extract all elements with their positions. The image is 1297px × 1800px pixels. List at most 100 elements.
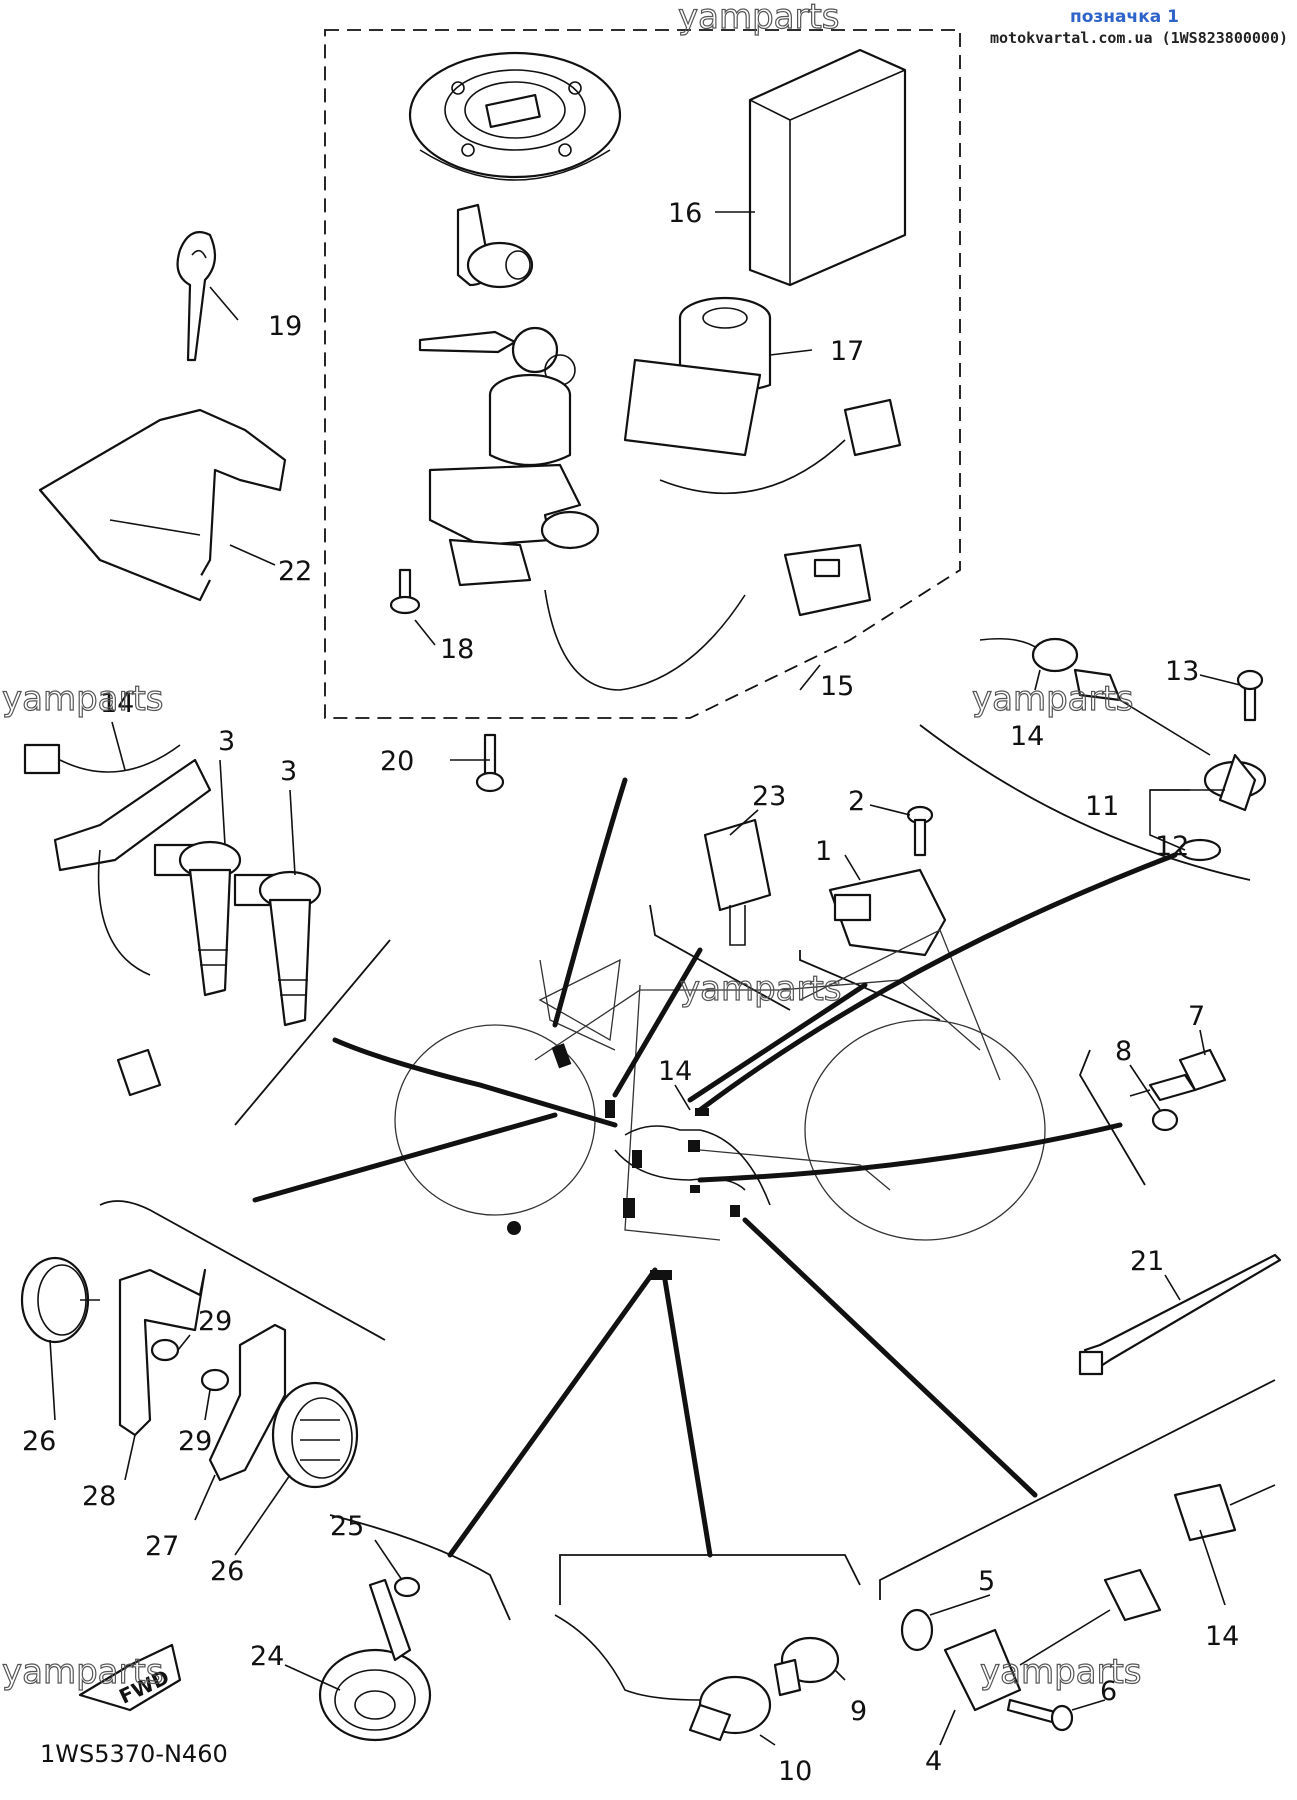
key-19-part bbox=[176, 231, 217, 362]
coil-group-outline bbox=[234, 939, 391, 1126]
callout-12: 12 bbox=[1155, 831, 1189, 862]
cable-tie-21-part bbox=[1078, 1253, 1282, 1376]
bracket-27-part bbox=[208, 1323, 287, 1482]
callout-16: 16 bbox=[668, 198, 702, 229]
diagram-code: 1WS5370-N460 bbox=[40, 1740, 228, 1768]
motorcycle-outline bbox=[394, 929, 1046, 1241]
temp-sensor-7-part bbox=[1129, 1048, 1227, 1102]
horn-bracket-group-outline bbox=[99, 1200, 386, 1341]
ignition-coil-a-part bbox=[153, 840, 242, 997]
leader-lines bbox=[49, 211, 1241, 1746]
horn-group-outline bbox=[329, 1514, 511, 1621]
watermark-top: yamparts bbox=[678, 0, 840, 37]
main-harness-14-part bbox=[614, 1125, 771, 1206]
o-ring-5-part bbox=[900, 1608, 934, 1652]
horn-26b-part bbox=[271, 1381, 359, 1489]
bolt-2-part bbox=[906, 805, 934, 857]
header-label: позначка 1 bbox=[1070, 7, 1179, 27]
callout-21: 21 bbox=[1130, 1246, 1164, 1277]
callout-10: 10 bbox=[778, 1756, 812, 1787]
seat-lock-part bbox=[456, 203, 534, 289]
callout-24: 24 bbox=[250, 1641, 284, 1672]
nut-25-part bbox=[393, 1576, 421, 1598]
bolt-18-part bbox=[389, 568, 421, 615]
callout-23: 23 bbox=[752, 781, 786, 812]
link-lead bbox=[742, 1217, 1038, 1498]
callout-13: 13 bbox=[1165, 656, 1199, 687]
link-lead bbox=[447, 1267, 658, 1558]
watermark-center: yamparts bbox=[680, 969, 842, 1009]
callout-3-a: 3 bbox=[218, 726, 235, 757]
ignition-key-part bbox=[418, 326, 576, 386]
callout-26-b: 26 bbox=[210, 1556, 244, 1587]
bolt-13-part bbox=[1236, 669, 1264, 722]
pressure-group-outline bbox=[559, 1554, 861, 1605]
ecu-part bbox=[748, 48, 907, 287]
relay-group-outline bbox=[649, 904, 791, 1011]
callout-9: 9 bbox=[850, 1696, 867, 1727]
callout-18: 18 bbox=[440, 634, 474, 665]
link-lead bbox=[697, 1122, 1123, 1183]
callout-8: 8 bbox=[1115, 1036, 1132, 1067]
callout-3-b: 3 bbox=[280, 756, 297, 787]
bolt-20-part bbox=[475, 733, 505, 793]
link-lead bbox=[252, 1112, 558, 1203]
ignition-coil-b-part bbox=[233, 870, 322, 1027]
relay-23-part bbox=[703, 818, 772, 946]
clamp-mark bbox=[730, 1205, 740, 1217]
tilt-sensor-1-part bbox=[828, 868, 947, 957]
horn-26a-part bbox=[20, 1256, 100, 1344]
callout-19: 19 bbox=[268, 311, 302, 342]
link-lead bbox=[697, 852, 1178, 1113]
main-switch-part bbox=[428, 373, 600, 587]
gasket-8-part bbox=[1151, 1108, 1179, 1132]
callout-14-center: 14 bbox=[658, 1056, 692, 1087]
main-switch-lead-part bbox=[544, 543, 872, 691]
neutral-group-outline bbox=[879, 1379, 1276, 1600]
clamp-mark bbox=[551, 1043, 572, 1069]
ignition-coil-harness-part bbox=[23, 743, 212, 1097]
bracket-22-part bbox=[38, 408, 287, 602]
immobilizer-part bbox=[623, 296, 902, 495]
switch-9-part bbox=[773, 1636, 840, 1697]
watermark-bottom-right: yamparts bbox=[980, 1652, 1142, 1692]
sensor-group-outline bbox=[919, 724, 1251, 881]
nut-29a-part bbox=[150, 1338, 180, 1362]
callout-6: 6 bbox=[1100, 1676, 1117, 1707]
clamp-mark bbox=[650, 1270, 672, 1280]
bolt-6-part bbox=[1006, 1698, 1074, 1732]
watermark-bottom-left: yamparts bbox=[2, 1652, 164, 1692]
callout-5: 5 bbox=[978, 1566, 995, 1597]
callout-28: 28 bbox=[82, 1481, 116, 1512]
clamp-mark bbox=[623, 1198, 635, 1218]
kit-group-outline bbox=[324, 29, 961, 719]
pressure-switch-10-part bbox=[554, 1614, 772, 1742]
callout-14-right: 14 bbox=[1010, 721, 1044, 752]
callout-22: 22 bbox=[278, 556, 312, 587]
nut-29b-part bbox=[200, 1368, 230, 1392]
callout-20: 20 bbox=[380, 746, 414, 777]
link-lead bbox=[552, 777, 628, 1028]
bracket-28-part bbox=[118, 1268, 207, 1437]
clamp-mark bbox=[695, 1108, 709, 1116]
callout-27: 27 bbox=[145, 1531, 179, 1562]
watermark-left: yamparts bbox=[2, 679, 164, 719]
callout-26-a: 26 bbox=[22, 1426, 56, 1457]
callout-25: 25 bbox=[330, 1511, 364, 1542]
link-lead bbox=[687, 982, 868, 1103]
fuel-cap-part bbox=[408, 51, 622, 181]
callout-17: 17 bbox=[830, 336, 864, 367]
link-lead bbox=[662, 1277, 713, 1558]
clamp-mark bbox=[690, 1185, 700, 1193]
callout-15: 15 bbox=[820, 671, 854, 702]
link-lead bbox=[612, 947, 703, 1098]
o-ring-12-part bbox=[1178, 838, 1222, 862]
clamp-mark bbox=[632, 1150, 642, 1168]
callout-1: 1 bbox=[815, 836, 832, 867]
sensor-lead-part bbox=[979, 637, 1267, 812]
mount-dot bbox=[507, 1221, 521, 1235]
callout-2: 2 bbox=[848, 786, 865, 817]
callout-29-a: 29 bbox=[198, 1306, 232, 1337]
